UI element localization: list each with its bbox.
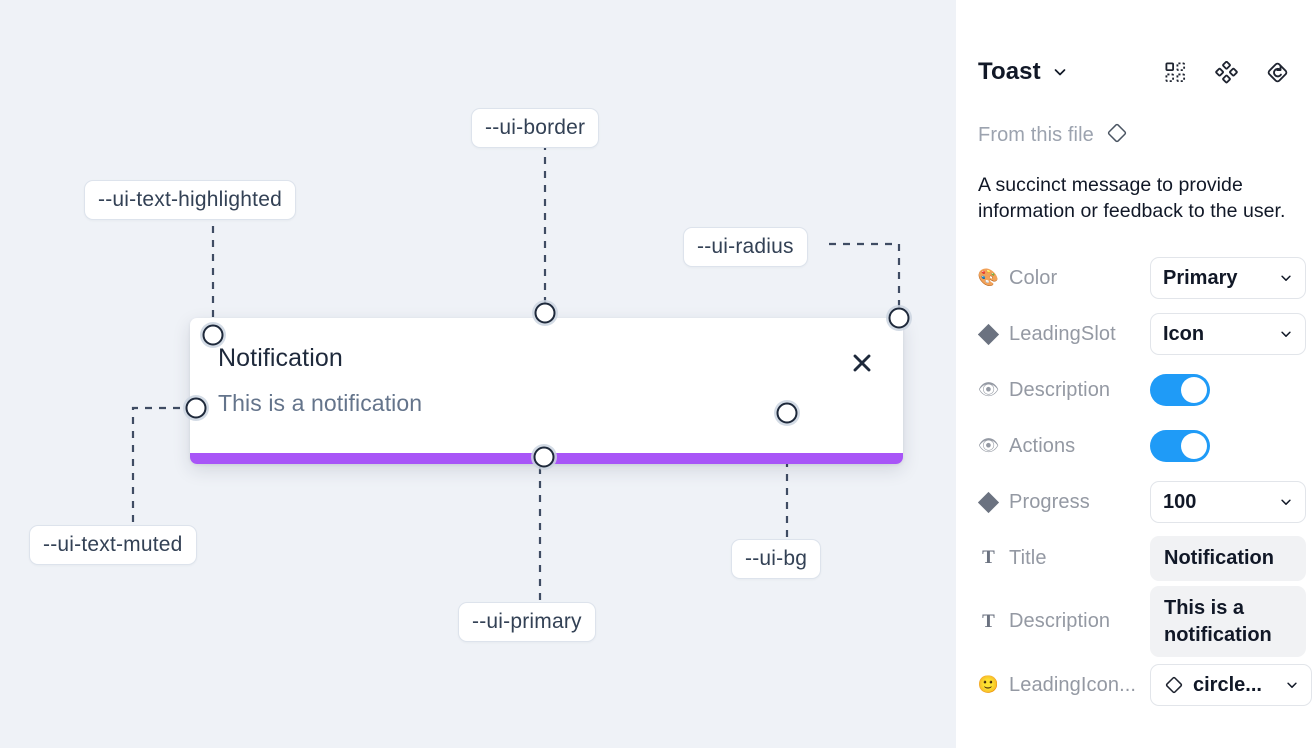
toggle-knob xyxy=(1181,377,1207,404)
property-label-progress: Progress xyxy=(978,491,1150,514)
leadingicon-select-value: circle... xyxy=(1193,673,1262,696)
property-row-progress: Progress 100 xyxy=(978,474,1306,530)
connector-ui-radius xyxy=(829,242,901,318)
property-row-description-toggle: 👁 Description xyxy=(978,362,1290,418)
eye-emoji-icon: 👁 xyxy=(978,436,1000,456)
property-name: Title xyxy=(1009,546,1047,569)
description-toggle[interactable] xyxy=(1150,374,1210,407)
actions-toggle[interactable] xyxy=(1150,430,1210,463)
connector-ui-text-muted xyxy=(131,406,196,522)
description-input[interactable]: This is a notification xyxy=(1150,586,1306,658)
property-row-title: T Title Notification xyxy=(978,530,1306,586)
leadingicon-select[interactable]: circle... xyxy=(1150,664,1312,707)
close-x-icon[interactable] xyxy=(847,348,877,378)
handle-ui-text-muted[interactable] xyxy=(185,397,207,419)
text-type-icon: T xyxy=(982,547,995,569)
property-control: circle... xyxy=(1150,664,1312,707)
palette-emoji-icon: 🎨 xyxy=(978,268,1000,288)
diamond-icon xyxy=(978,491,1000,513)
chevron-down-icon xyxy=(1277,678,1299,692)
handle-ui-bg[interactable] xyxy=(776,402,798,424)
property-label-title: T Title xyxy=(978,547,1150,570)
variants-cluster-icon[interactable] xyxy=(1213,59,1239,85)
property-label-description-text: T Description xyxy=(978,610,1150,633)
leadingslot-select[interactable]: Icon xyxy=(1150,313,1306,356)
text-type-icon: T xyxy=(982,610,995,632)
property-label-leadingicon: 🙂 LeadingIcon... xyxy=(978,674,1150,697)
panel-header-actions xyxy=(1162,59,1290,85)
from-this-file-label: From this file xyxy=(978,124,1094,146)
toast-description: This is a notification xyxy=(218,389,423,416)
handle-ui-radius[interactable] xyxy=(888,307,910,329)
annotation-pill-ui-primary[interactable]: --ui-primary xyxy=(458,602,596,643)
property-name: Progress xyxy=(1009,490,1090,513)
annotation-pill-ui-border[interactable]: --ui-border xyxy=(471,108,600,149)
property-label-description-toggle: 👁 Description xyxy=(978,379,1150,402)
property-name: Description xyxy=(1009,378,1111,401)
property-control: Notification xyxy=(1150,535,1306,581)
property-label-actions-toggle: 👁 Actions xyxy=(978,435,1150,458)
property-row-actions-toggle: 👁 Actions xyxy=(978,418,1290,474)
property-row-color: 🎨 Color Primary xyxy=(978,250,1306,306)
annotation-pill-ui-radius[interactable]: --ui-radius xyxy=(683,227,808,268)
color-select-value: Primary xyxy=(1163,266,1238,289)
property-row-leadingicon: 🙂 LeadingIcon... circle... xyxy=(978,657,1312,713)
progress-select-value: 100 xyxy=(1163,490,1197,513)
annotation-pill-ui-text-muted[interactable]: --ui-text-muted xyxy=(29,525,197,566)
properties-panel: Toast xyxy=(956,0,1312,748)
property-row-leadingslot: LeadingSlot Icon xyxy=(978,306,1306,362)
annotation-pill-ui-text-highlighted[interactable]: --ui-text-highlighted xyxy=(84,180,296,221)
panel-title: Toast xyxy=(978,58,1041,85)
property-control: Icon xyxy=(1150,313,1306,356)
annotation-pill-ui-bg[interactable]: --ui-bg xyxy=(731,539,822,580)
chevron-down-icon xyxy=(1271,327,1293,341)
diamond-component-icon xyxy=(1163,674,1185,696)
toast-title: Notification xyxy=(218,344,343,372)
toast-content: Notification This is a notification xyxy=(190,318,903,464)
property-name: Color xyxy=(1009,266,1058,289)
diamond-component-icon xyxy=(1105,121,1129,150)
property-list: 🎨 Color Primary LeadingSlot xyxy=(978,250,1312,713)
property-name: LeadingSlot xyxy=(1009,322,1116,345)
property-row-description-text: T Description This is a notification xyxy=(978,586,1306,658)
property-control xyxy=(1150,430,1290,463)
property-name: Actions xyxy=(1009,434,1076,457)
smiley-emoji-icon: 🙂 xyxy=(978,675,1000,695)
progress-select[interactable]: 100 xyxy=(1150,481,1306,524)
component-set-icon[interactable] xyxy=(1162,59,1188,85)
property-control xyxy=(1150,374,1290,407)
eye-emoji-icon: 👁 xyxy=(978,380,1000,400)
diamond-icon xyxy=(978,323,1000,345)
reset-instance-icon[interactable] xyxy=(1264,59,1290,85)
property-name: LeadingIcon... xyxy=(1009,673,1137,696)
panel-header: Toast xyxy=(978,46,1290,98)
design-canvas[interactable]: Notification This is a notification --ui… xyxy=(0,0,956,748)
property-label-leadingslot: LeadingSlot xyxy=(978,323,1150,346)
property-name: Description xyxy=(1009,610,1111,633)
handle-ui-text-highlighted[interactable] xyxy=(202,324,224,346)
chevron-down-icon[interactable] xyxy=(1052,64,1068,80)
property-control: 100 xyxy=(1150,481,1306,524)
title-input[interactable]: Notification xyxy=(1150,535,1306,581)
component-description: A succinct message to provide informatio… xyxy=(978,174,1286,223)
handle-ui-primary[interactable] xyxy=(533,446,555,468)
property-control: Primary xyxy=(1150,257,1306,300)
chevron-down-icon xyxy=(1271,271,1293,285)
toggle-knob xyxy=(1181,433,1207,460)
leadingslot-select-value: Icon xyxy=(1163,322,1205,345)
from-this-file-row[interactable]: From this file xyxy=(978,121,1290,150)
property-control: This is a notification xyxy=(1150,586,1306,658)
color-select[interactable]: Primary xyxy=(1150,257,1306,300)
property-label-color: 🎨 Color xyxy=(978,267,1150,290)
handle-ui-border[interactable] xyxy=(534,302,556,324)
toast-preview-card[interactable]: Notification This is a notification xyxy=(190,318,903,464)
chevron-down-icon xyxy=(1271,495,1293,509)
